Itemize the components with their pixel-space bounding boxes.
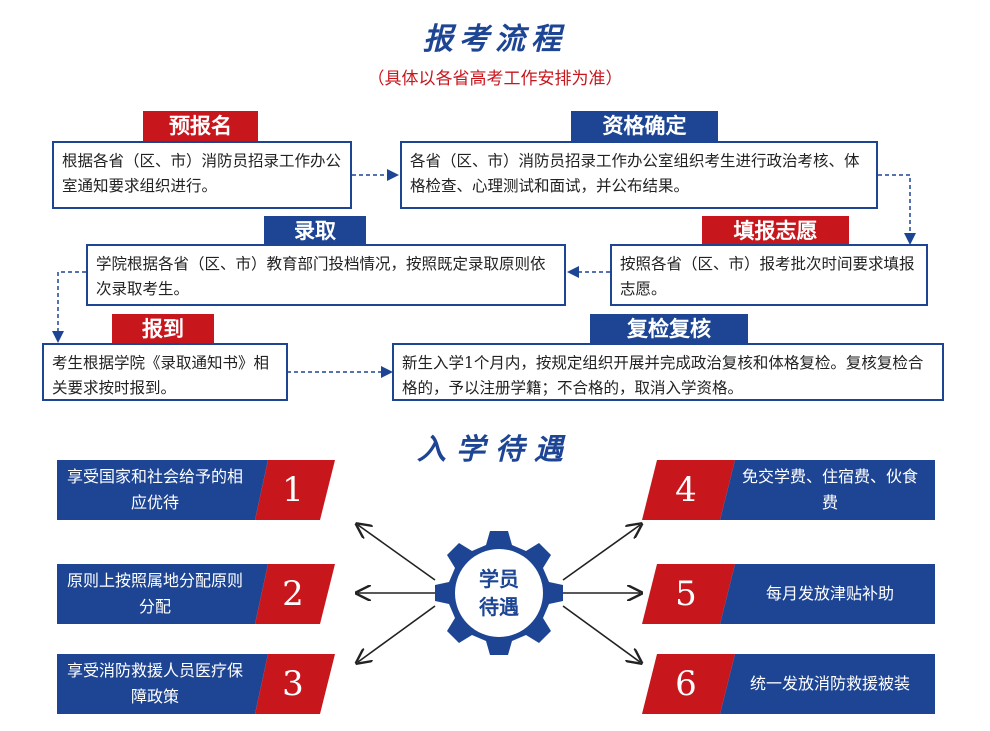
- step-tag-report: 报到: [112, 314, 214, 344]
- gear-label: 学员 待遇: [459, 565, 539, 621]
- benefit-num-3: 3: [282, 664, 304, 704]
- step-box-report: 考生根据学院《录取通知书》相关要求按时报到。: [42, 343, 288, 401]
- step-tag-recheck: 复检复核: [590, 314, 748, 344]
- benefit-num-5: 5: [675, 574, 697, 614]
- step-text: 学院根据各省（区、市）教育部门投档情况，按照既定录取原则依次录取考生。: [96, 255, 546, 298]
- benefit-text-1: 享受国家和社会给予的相应优待: [66, 467, 243, 512]
- benefit-num-2: 2: [282, 574, 304, 614]
- step-text: 各省（区、市）消防员招录工作办公室组织考生进行政治考核、体格检查、心理测试和面试…: [410, 152, 860, 195]
- benefit-text-3: 享受消防救援人员医疗保障政策: [66, 661, 243, 706]
- benefit-num-1: 1: [282, 470, 304, 510]
- benefits-title: 入学待遇: [416, 432, 573, 466]
- step-box-qualification: 各省（区、市）消防员招录工作办公室组织考生进行政治考核、体格检查、心理测试和面试…: [400, 141, 878, 209]
- benefit-arrows: [0, 430, 990, 730]
- step-box-admission: 学院根据各省（区、市）教育部门投档情况，按照既定录取原则依次录取考生。: [86, 244, 566, 306]
- gear-icon: [435, 531, 563, 655]
- process-subtitle: （具体以各省高考工作安排为准）: [367, 69, 623, 89]
- flow-connectors: [52, 169, 916, 378]
- gear-label-line2: 待遇: [479, 595, 519, 619]
- step-box-fill-application: 按照各省（区、市）报考批次时间要求填报志愿。: [610, 244, 928, 306]
- process-title: 报考流程: [423, 22, 567, 57]
- benefit-num-6: 6: [675, 664, 697, 704]
- step-text: 根据各省（区、市）消防员招录工作办公室通知要求组织进行。: [62, 152, 342, 195]
- step-tag-pre-register: 预报名: [143, 111, 258, 141]
- step-tag-fill-application: 填报志愿: [702, 216, 849, 246]
- step-text: 新生入学1个月内，按规定组织开展并完成政治复核和体格复检。复核复检合格的，予以注…: [402, 354, 924, 397]
- step-tag-qualification: 资格确定: [571, 111, 718, 141]
- step-tag-admission: 录取: [264, 216, 366, 246]
- step-text: 考生根据学院《录取通知书》相关要求按时报到。: [52, 354, 270, 397]
- step-box-pre-register: 根据各省（区、市）消防员招录工作办公室通知要求组织进行。: [52, 141, 352, 209]
- benefit-text-2: 原则上按照属地分配原则分配: [66, 571, 243, 616]
- gear-label-line1: 学员: [479, 567, 519, 591]
- benefit-text-4: 免交学费、住宿费、伙食费: [741, 467, 918, 512]
- benefit-banners: [57, 460, 935, 714]
- benefit-text-6: 统一发放消防救援被装: [749, 674, 910, 693]
- step-box-recheck: 新生入学1个月内，按规定组织开展并完成政治复核和体格复检。复核复检合格的，予以注…: [392, 343, 944, 401]
- benefit-num-4: 4: [675, 470, 697, 510]
- benefit-text-5: 每月发放津贴补助: [765, 584, 894, 603]
- step-text: 按照各省（区、市）报考批次时间要求填报志愿。: [620, 255, 915, 298]
